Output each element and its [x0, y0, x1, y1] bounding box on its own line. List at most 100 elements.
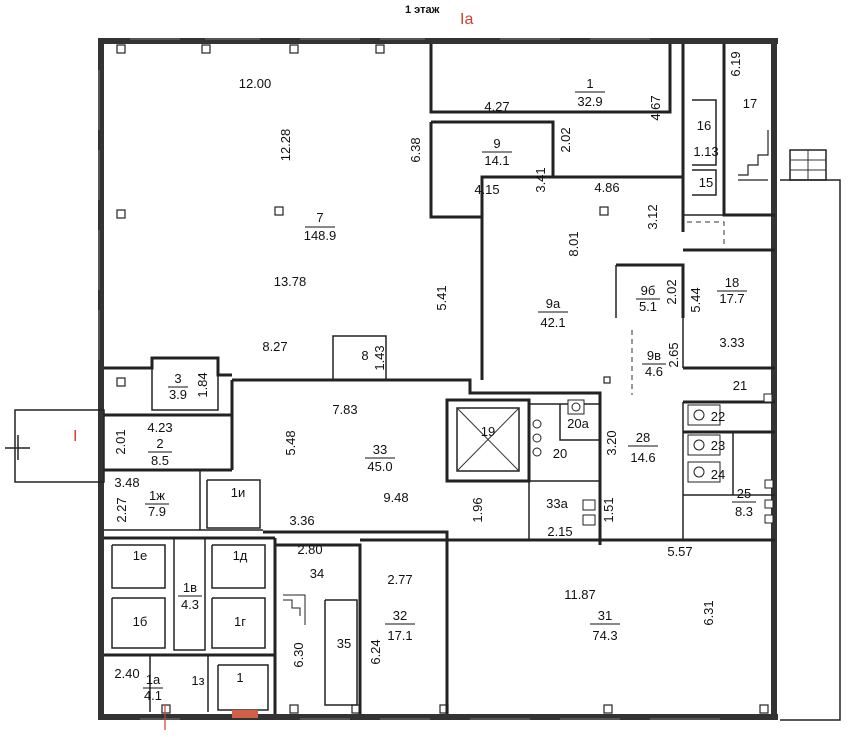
room-label: 34 [310, 566, 324, 581]
dimension: 5.44 [688, 287, 703, 312]
room-label: 8 [361, 348, 368, 363]
dimension: 5.48 [283, 430, 298, 455]
room-9a-label: 9а 42.1 [538, 296, 568, 330]
svg-text:18: 18 [725, 275, 739, 290]
plain-room-labels: 16 17 15 8 21 22 23 24 19 20а 20 33а 1и … [133, 96, 758, 688]
room-label: 16 [697, 118, 711, 133]
interior-walls [5, 44, 841, 730]
dimension: 2.15 [547, 524, 572, 539]
svg-text:1в: 1в [183, 580, 197, 595]
dimension: 4.15 [474, 182, 499, 197]
svg-text:8.5: 8.5 [151, 453, 169, 468]
svg-text:9в: 9в [647, 348, 661, 363]
dimension: 1.13 [693, 144, 718, 159]
room-1-label: 1 32.9 [575, 76, 605, 109]
room-label: 22 [711, 409, 725, 424]
dimension: 6.31 [701, 600, 716, 625]
svg-text:3.9: 3.9 [169, 387, 187, 402]
svg-text:7.9: 7.9 [148, 504, 166, 519]
room-label: 1г [234, 614, 246, 629]
svg-text:8.3: 8.3 [735, 504, 753, 519]
svg-text:5.1: 5.1 [639, 299, 657, 314]
svg-text:9а: 9а [546, 296, 561, 311]
room-label: 21 [733, 378, 747, 393]
svg-text:148.9: 148.9 [304, 228, 337, 243]
svg-text:1ж: 1ж [149, 488, 165, 503]
dimension: 2.40 [114, 666, 139, 681]
dimension: 1.96 [470, 497, 485, 522]
svg-text:28: 28 [636, 430, 650, 445]
room-label: 1з [191, 673, 204, 688]
svg-text:14.6: 14.6 [630, 450, 655, 465]
svg-text:14.1: 14.1 [484, 153, 509, 168]
room-9-label: 9 14.1 [482, 136, 512, 168]
dimension: 3.12 [645, 204, 660, 229]
dimension: 2.80 [297, 542, 322, 557]
section-mark-left: I [73, 428, 77, 445]
room-label: 20 [553, 446, 567, 461]
dimension: 12.00 [239, 76, 272, 91]
room-label: 17 [743, 96, 757, 111]
dimension: 4.23 [147, 420, 172, 435]
room-7-label: 7 148.9 [304, 210, 337, 243]
room-label: 1б [133, 614, 148, 629]
room-label: 33а [546, 496, 568, 511]
room-28-label: 28 14.6 [628, 430, 658, 465]
dimension: 5.41 [434, 285, 449, 310]
outer-walls [98, 38, 778, 720]
dimension: 3.33 [719, 335, 744, 350]
room-label: 23 [711, 438, 725, 453]
svg-text:32.9: 32.9 [577, 94, 602, 109]
dimension: 2.27 [114, 497, 129, 522]
dimension: 12.28 [278, 129, 293, 162]
svg-text:17.7: 17.7 [719, 291, 744, 306]
svg-text:17.1: 17.1 [387, 628, 412, 643]
room-31-label: 31 74.3 [590, 608, 620, 643]
svg-text:4.3: 4.3 [181, 597, 199, 612]
room-label: 1 [236, 670, 243, 685]
room-1zh-label: 1ж 7.9 [145, 488, 169, 519]
dimension: 6.19 [728, 51, 743, 76]
dimension: 4.27 [484, 99, 509, 114]
dimension: 4.67 [648, 95, 663, 120]
svg-text:4.1: 4.1 [144, 688, 162, 703]
dimension: 2.02 [558, 127, 573, 152]
room-label: 1е [133, 548, 147, 563]
floor-title: 1 этаж [405, 4, 440, 16]
dimension: 6.38 [408, 137, 423, 162]
dimension: 1.51 [601, 497, 616, 522]
room-1a-label: 1а 4.1 [143, 672, 163, 703]
room-label: 1д [233, 548, 248, 563]
room-2-label: 2 8.5 [148, 436, 172, 468]
svg-text:2: 2 [156, 436, 163, 451]
svg-text:9: 9 [493, 136, 500, 151]
svg-text:7: 7 [316, 210, 323, 225]
dimension: 8.01 [566, 231, 581, 256]
dimension: 3.20 [604, 430, 619, 455]
dimension: 3.48 [114, 475, 139, 490]
svg-text:1а: 1а [146, 672, 161, 687]
dimension: 1.43 [372, 345, 387, 370]
room-label: 35 [337, 636, 351, 651]
dimension: 9.48 [383, 490, 408, 505]
dimension: 3.36 [289, 513, 314, 528]
room-33-label: 33 45.0 [365, 442, 395, 474]
room-25-label: 25 8.3 [732, 486, 756, 519]
dimension: 3.41 [533, 167, 548, 192]
svg-text:45.0: 45.0 [367, 459, 392, 474]
room-9b-label: 9б 5.1 [636, 283, 660, 314]
dimension: 2.77 [387, 572, 412, 587]
svg-text:33: 33 [373, 442, 387, 457]
svg-text:31: 31 [598, 608, 612, 623]
room-label: 1и [231, 485, 246, 500]
svg-text:42.1: 42.1 [540, 315, 565, 330]
section-mark-top: Ia [460, 11, 473, 28]
room-9v-label: 9в 4.6 [642, 348, 666, 379]
dimension: 2.02 [664, 279, 679, 304]
dimension: 8.27 [262, 339, 287, 354]
svg-text:74.3: 74.3 [592, 628, 617, 643]
room-3-label: 3 3.9 [168, 371, 188, 402]
svg-text:9б: 9б [641, 283, 656, 298]
dimension: 7.83 [332, 402, 357, 417]
room-1v-label: 1в 4.3 [178, 580, 202, 612]
